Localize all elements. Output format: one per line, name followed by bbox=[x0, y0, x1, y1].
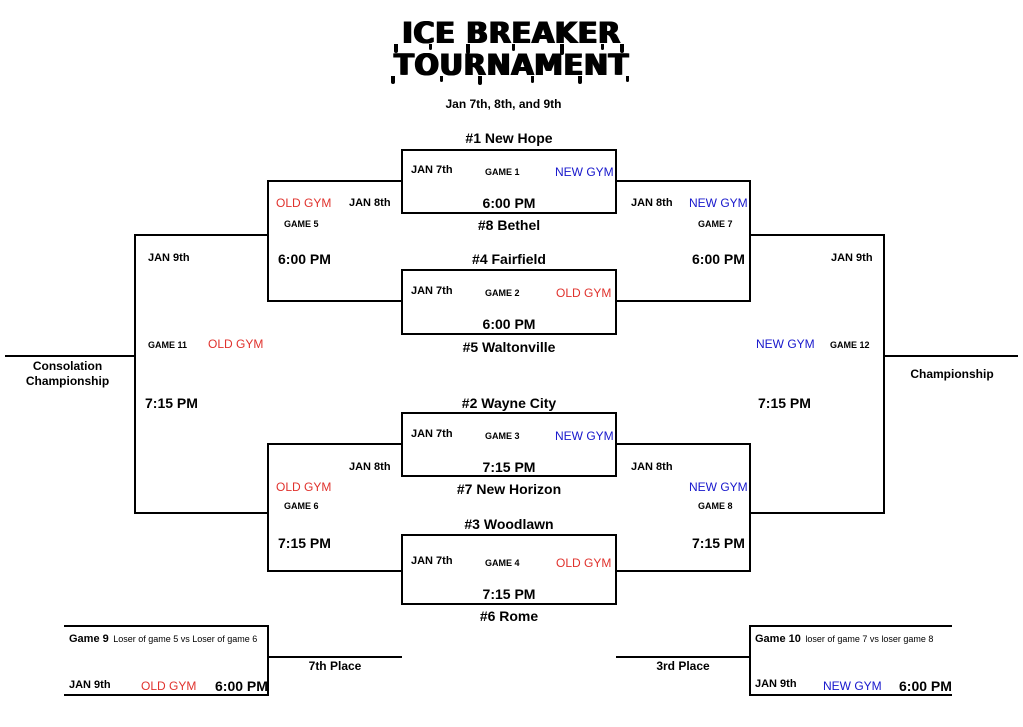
team-bethel: #8 Bethel bbox=[477, 217, 541, 233]
game7-time: 6:00 PM bbox=[692, 251, 745, 267]
game4-label: GAME 4 bbox=[485, 558, 520, 568]
game9-desc: Loser of game 5 vs Loser of game 6 bbox=[113, 634, 258, 644]
game3-time: 7:15 PM bbox=[482, 459, 536, 475]
game7-date: JAN 8th bbox=[631, 197, 673, 209]
game11-bracket bbox=[134, 234, 268, 514]
game6-gym: OLD GYM bbox=[276, 480, 332, 494]
game3-date: JAN 7th bbox=[411, 428, 453, 440]
game1-label: GAME 1 bbox=[485, 167, 520, 177]
game4-box bbox=[401, 534, 617, 605]
game9-date: JAN 9th bbox=[69, 679, 111, 691]
game6-time: 7:15 PM bbox=[278, 535, 331, 551]
game11-gym: OLD GYM bbox=[208, 337, 264, 351]
team-new-hope: #1 New Hope bbox=[465, 130, 553, 146]
game10-bracket bbox=[749, 625, 952, 696]
game2-date: JAN 7th bbox=[411, 285, 453, 297]
team-rome: #6 Rome bbox=[479, 608, 539, 624]
game9-gym: OLD GYM bbox=[141, 679, 197, 693]
game3-gym: NEW GYM bbox=[555, 429, 614, 443]
game10-title: Game 10 bbox=[755, 633, 801, 645]
game6-date: JAN 8th bbox=[349, 461, 391, 473]
consolation-championship-label: Consolation Championship bbox=[25, 359, 110, 388]
team-fairfield: #4 Fairfield bbox=[472, 251, 546, 267]
game11-label: GAME 11 bbox=[148, 340, 188, 350]
game10-time: 6:00 PM bbox=[899, 678, 952, 694]
game12-gym: NEW GYM bbox=[756, 337, 815, 351]
game9-title: Game 9 bbox=[69, 633, 109, 645]
game12-bracket bbox=[750, 234, 885, 514]
game10-date: JAN 9th bbox=[755, 678, 797, 690]
team-new-horizon: #7 New Horizon bbox=[456, 481, 562, 497]
game5-bracket bbox=[267, 180, 402, 302]
game5-label: GAME 5 bbox=[284, 219, 319, 229]
title-line-2: TOURNAMENT bbox=[394, 48, 629, 82]
team-wayne-city: #2 Wayne City bbox=[461, 395, 557, 411]
team-woodlawn: #3 Woodlawn bbox=[464, 516, 554, 532]
game3-label: GAME 3 bbox=[485, 431, 520, 441]
game9-header: Game 9 Loser of game 5 vs Loser of game … bbox=[69, 629, 257, 647]
game12-date: JAN 9th bbox=[831, 252, 873, 264]
game7-label: GAME 7 bbox=[698, 219, 733, 229]
game10-desc: loser of game 7 vs loser game 8 bbox=[805, 634, 934, 644]
third-place-label: 3rd Place bbox=[656, 659, 710, 673]
game4-gym: OLD GYM bbox=[556, 556, 612, 570]
game10-header: Game 10 loser of game 7 vs loser game 8 bbox=[755, 629, 933, 647]
game5-date: JAN 8th bbox=[349, 197, 391, 209]
game10-gym: NEW GYM bbox=[823, 679, 882, 693]
game1-date: JAN 7th bbox=[411, 164, 453, 176]
game9-bracket bbox=[64, 625, 269, 696]
game6-bracket bbox=[267, 443, 402, 572]
game8-bracket bbox=[616, 443, 751, 572]
team-waltonville: #5 Waltonville bbox=[462, 339, 556, 355]
game11-date: JAN 9th bbox=[148, 252, 190, 264]
game8-label: GAME 8 bbox=[698, 501, 733, 511]
game2-gym: OLD GYM bbox=[556, 286, 612, 300]
game12-time: 7:15 PM bbox=[758, 395, 811, 411]
seventh-place-label: 7th Place bbox=[308, 659, 362, 673]
game4-time: 7:15 PM bbox=[482, 586, 536, 602]
game2-label: GAME 2 bbox=[485, 288, 520, 298]
game1-time: 6:00 PM bbox=[482, 195, 536, 211]
title-line-1: ICE BREAKER bbox=[402, 16, 621, 50]
game8-gym: NEW GYM bbox=[689, 480, 748, 494]
game9-time: 6:00 PM bbox=[215, 678, 268, 694]
subtitle: Jan 7th, 8th, and 9th bbox=[445, 97, 562, 111]
championship-label: Championship bbox=[910, 367, 994, 381]
game1-gym: NEW GYM bbox=[555, 165, 614, 179]
game11-time: 7:15 PM bbox=[145, 395, 198, 411]
game8-time: 7:15 PM bbox=[692, 535, 745, 551]
game2-time: 6:00 PM bbox=[482, 316, 536, 332]
game8-date: JAN 8th bbox=[631, 461, 673, 473]
game7-gym: NEW GYM bbox=[689, 196, 748, 210]
game5-gym: OLD GYM bbox=[276, 196, 332, 210]
game12-label: GAME 12 bbox=[830, 340, 870, 350]
game4-date: JAN 7th bbox=[411, 555, 453, 567]
game6-label: GAME 6 bbox=[284, 501, 319, 511]
game7-bracket bbox=[616, 180, 751, 302]
game5-time: 6:00 PM bbox=[278, 251, 331, 267]
